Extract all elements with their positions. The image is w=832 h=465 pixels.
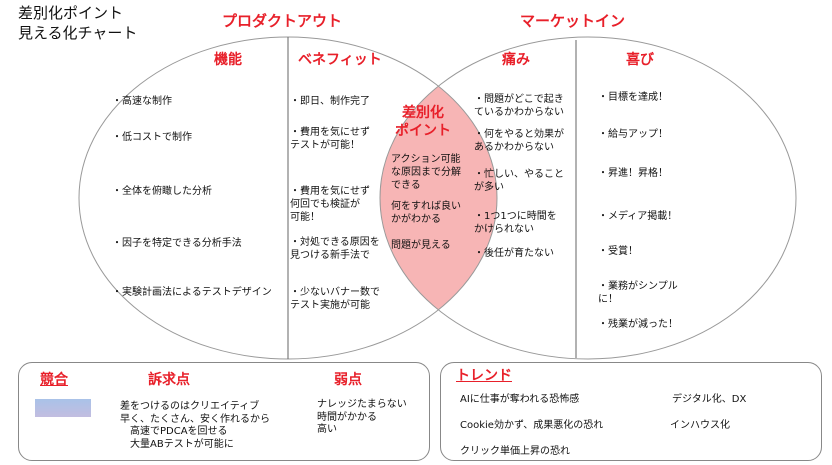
feature-item: ・低コストで制作 xyxy=(112,132,192,143)
pain-item: ・問題がどこで起き ているかわからない xyxy=(474,94,564,118)
weakness-title: 弱点 xyxy=(334,372,362,388)
trend-title: トレンド xyxy=(456,368,512,384)
trend-item: Cookie効かず、成果悪化の恐れ xyxy=(460,420,604,431)
diff-point-item: アクション可能 な原因まで分解 できる xyxy=(391,154,461,191)
joys-header: 喜び xyxy=(626,52,654,68)
trend-item: AIに仕事が奪われる恐怖感 xyxy=(460,394,580,405)
pain-item: ・忙しい、やること が多い xyxy=(474,169,564,193)
market-in-ellipse xyxy=(379,36,797,360)
product-out-header: プロダクトアウト xyxy=(222,12,343,30)
appeal-text: 差をつけるのはクリエイティブ 早く、たくさん、安く作れるから 高速でPDCAを回… xyxy=(120,401,270,450)
benefit-item: ・対処できる原因を 見つける新手法で xyxy=(290,237,380,261)
joy-item: ・給与アップ！ xyxy=(598,129,668,140)
joy-item: ・受賞！ xyxy=(598,246,638,257)
competition-box xyxy=(18,362,430,461)
features-header: 機能 xyxy=(214,52,242,68)
feature-item: ・全体を俯瞰した分析 xyxy=(112,186,212,197)
joy-item: ・目標を達成！ xyxy=(598,92,668,103)
benefit-item: ・即日、制作完了 xyxy=(290,96,370,107)
pain-item: ・1つ1つに時間を かけられない xyxy=(474,211,557,235)
lens-overlap xyxy=(380,37,497,359)
competition-title: 競合 xyxy=(40,372,68,388)
chart-title: 差別化ポイント見える化チャート xyxy=(18,4,138,43)
weakness-text: ナレッジたまらない 時間がかかる 高い xyxy=(317,399,407,435)
feature-item: ・因子を特定できる分析手法 xyxy=(112,238,242,249)
benefit-item: ・費用を気にせず 何回でも検証が 可能！ xyxy=(290,186,370,223)
benefit-item: ・費用を気にせず テストが可能！ xyxy=(290,127,370,151)
blurred-competitor-logo xyxy=(35,399,91,417)
market-in-header: マーケットイン xyxy=(520,12,626,30)
diff-point-item: 問題が見える xyxy=(391,240,451,251)
diff-header: 差別化 ポイント xyxy=(395,105,451,139)
trend-box xyxy=(440,362,822,461)
appeal-title: 訴求点 xyxy=(148,372,190,388)
joy-item: ・昇進！昇格！ xyxy=(598,168,668,179)
joy-item: ・業務がシンプル に！ xyxy=(598,281,678,305)
benefit-item: ・少ないバナー数で テスト実施が可能 xyxy=(290,287,380,311)
joy-item: ・メディア掲載！ xyxy=(598,211,678,222)
pains-header: 痛み xyxy=(502,52,530,68)
feature-item: ・高速な制作 xyxy=(112,96,172,107)
trend-item: インハウス化 xyxy=(670,420,730,431)
trend-item: デジタル化、DX xyxy=(672,394,747,405)
diff-point-item: 何をすれば良い かがわかる xyxy=(391,201,461,225)
benefits-header: ベネフィット xyxy=(298,52,382,68)
pain-item: ・後任が育たない xyxy=(474,248,554,259)
trend-item: クリック単価上昇の恐れ xyxy=(460,446,570,457)
feature-item: ・実験計画法によるテストデザイン xyxy=(112,287,272,298)
pain-item: ・何をやると効果が あるかわからない xyxy=(474,129,564,153)
joy-item: ・残業が減った！ xyxy=(598,319,678,330)
